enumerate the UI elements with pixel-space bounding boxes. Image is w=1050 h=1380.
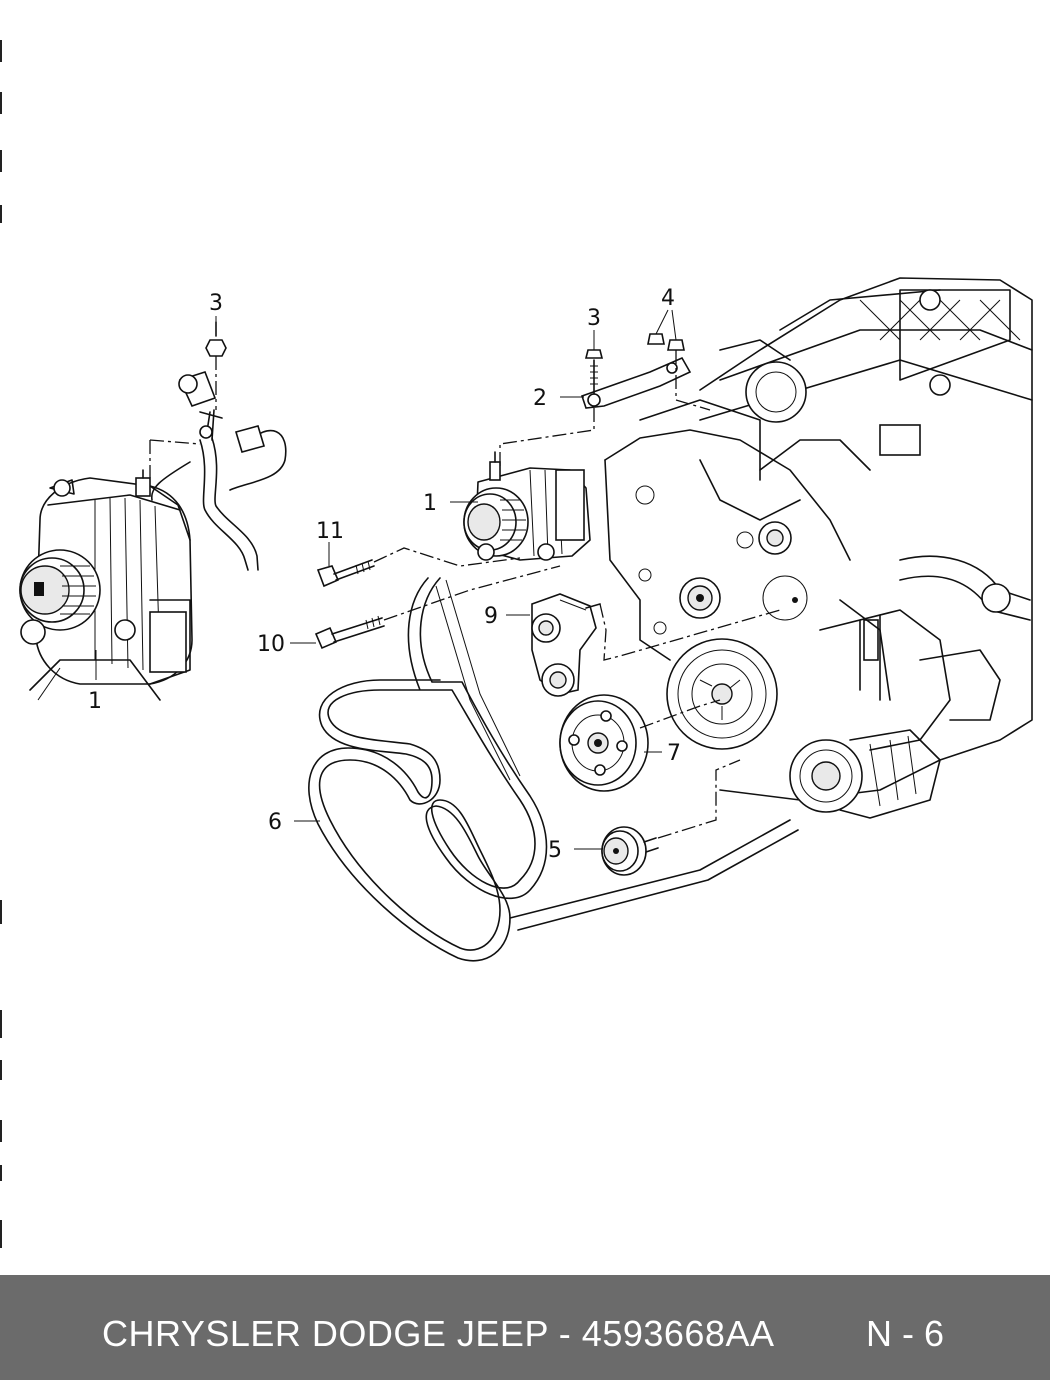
callout-bracket-bolt: 3 bbox=[587, 306, 601, 331]
left-alternator-detail bbox=[19, 321, 287, 701]
engine-block bbox=[604, 277, 1033, 819]
scan-mark bbox=[0, 1120, 2, 1142]
callout-leaders bbox=[95, 309, 677, 850]
scan-mark bbox=[0, 205, 2, 223]
scan-mark bbox=[0, 1165, 2, 1181]
callout-tensioner: 9 bbox=[484, 604, 498, 629]
scan-mark bbox=[0, 150, 2, 172]
callout-short-bolt: 11 bbox=[316, 519, 344, 544]
small-idler-pulley bbox=[601, 759, 741, 876]
scan-mark bbox=[0, 900, 2, 924]
callout-main-alternator: 1 bbox=[423, 491, 437, 516]
parts-diagram: 1 3 1 2 3 4 5 6 7 9 10 11 bbox=[19, 277, 1033, 962]
page-reference: N - 6 bbox=[866, 1313, 945, 1354]
callout-belt: 6 bbox=[268, 810, 282, 835]
serpentine-belt bbox=[308, 577, 799, 962]
footer-bar: CHRYSLER DODGE JEEP - 4593668AA N - 6 bbox=[0, 1275, 1050, 1380]
scan-mark bbox=[0, 1060, 2, 1080]
callout-bracket-nuts: 4 bbox=[661, 286, 675, 311]
large-idler-pulley bbox=[559, 694, 721, 792]
callout-left-nut: 3 bbox=[209, 291, 223, 316]
callout-long-bolt: 10 bbox=[257, 632, 285, 657]
callout-idler-large: 7 bbox=[667, 741, 681, 766]
main-alternator bbox=[463, 451, 591, 561]
callout-bracket: 2 bbox=[533, 386, 547, 411]
callout-left-alternator: 1 bbox=[88, 689, 102, 714]
callout-idler-small: 5 bbox=[548, 838, 562, 863]
tensioner bbox=[531, 593, 781, 697]
scan-mark bbox=[0, 1220, 2, 1248]
scan-mark bbox=[0, 1010, 2, 1038]
bolts bbox=[314, 547, 561, 650]
scan-mark bbox=[0, 92, 2, 114]
scan-mark bbox=[0, 40, 2, 62]
part-number-label: CHRYSLER DODGE JEEP - 4593668AA bbox=[102, 1313, 775, 1354]
bracket-assembly bbox=[499, 333, 711, 470]
